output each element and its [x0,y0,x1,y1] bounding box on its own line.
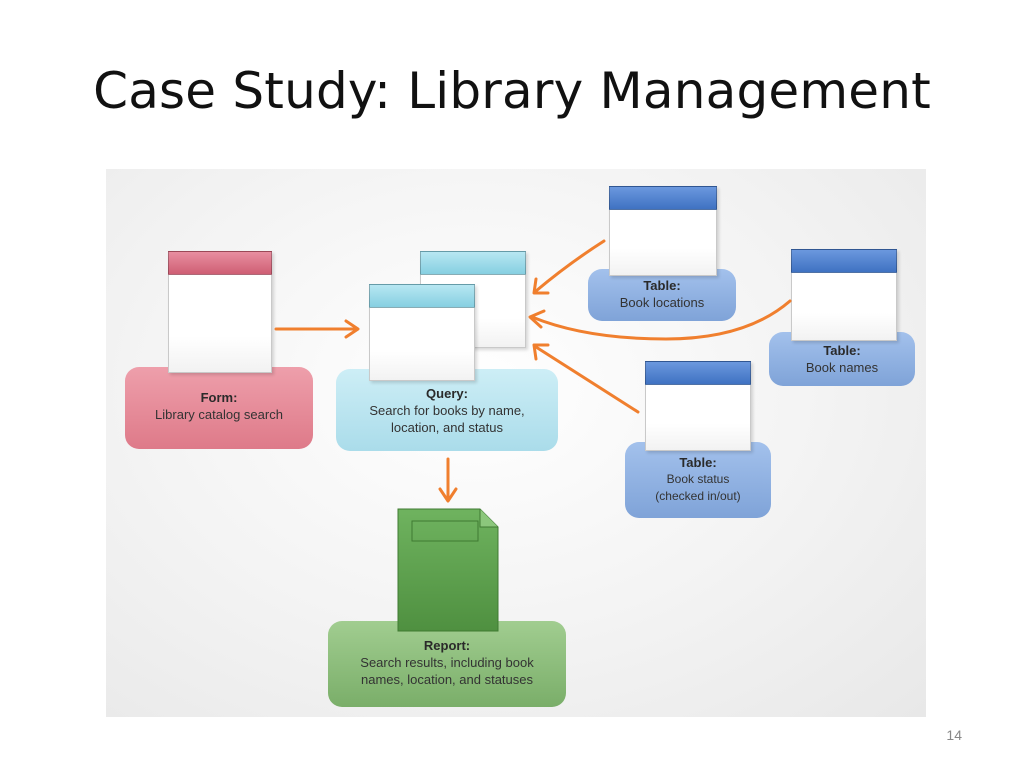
query-title: Query: [426,386,468,401]
query-sheet-front-header [369,284,475,308]
table-locations-description: Book locations [619,295,705,310]
query-description: Search for books by name, location, and … [369,403,525,435]
form-title: Form: [200,390,238,405]
table-status-title: Table: [679,455,717,470]
table-status-label-box: Table: Book status (checked in/out) [625,442,771,518]
table-names-sheet-icon [791,249,897,341]
diagram-canvas: Form: Library catalog search Query: Sear… [106,169,926,717]
form-sheet-header [168,251,272,275]
query-sheet-front-icon [369,284,475,381]
report-label-box: Report: Search results, including book n… [328,621,566,707]
form-label-box: Form: Library catalog search [125,367,313,449]
report-document-icon [397,508,499,632]
table-names-description: Book names [805,360,879,375]
table-names-title: Table: [823,343,861,358]
slide-title: Case Study: Library Management [93,62,931,120]
page-number: 14 [946,727,962,743]
table-locations-sheet-icon [609,186,717,276]
report-description: Search results, including book names, lo… [360,655,534,687]
form-description: Library catalog search [155,407,283,422]
table-status-sheet-icon [645,361,751,451]
report-title: Report: [423,638,471,653]
table-locations-sheet-header [609,186,717,210]
query-sheet-back-header [420,251,526,275]
table-names-label-box: Table: Book names [769,332,915,386]
table-locations-title: Table: [643,278,681,293]
table-names-sheet-header [791,249,897,273]
table-status-description: Book status (checked in/out) [655,472,741,503]
form-sheet-icon [168,251,272,373]
table-locations-label-box: Table: Book locations [588,269,736,321]
table-status-sheet-header [645,361,751,385]
query-label-box: Query: Search for books by name, locatio… [336,369,558,451]
